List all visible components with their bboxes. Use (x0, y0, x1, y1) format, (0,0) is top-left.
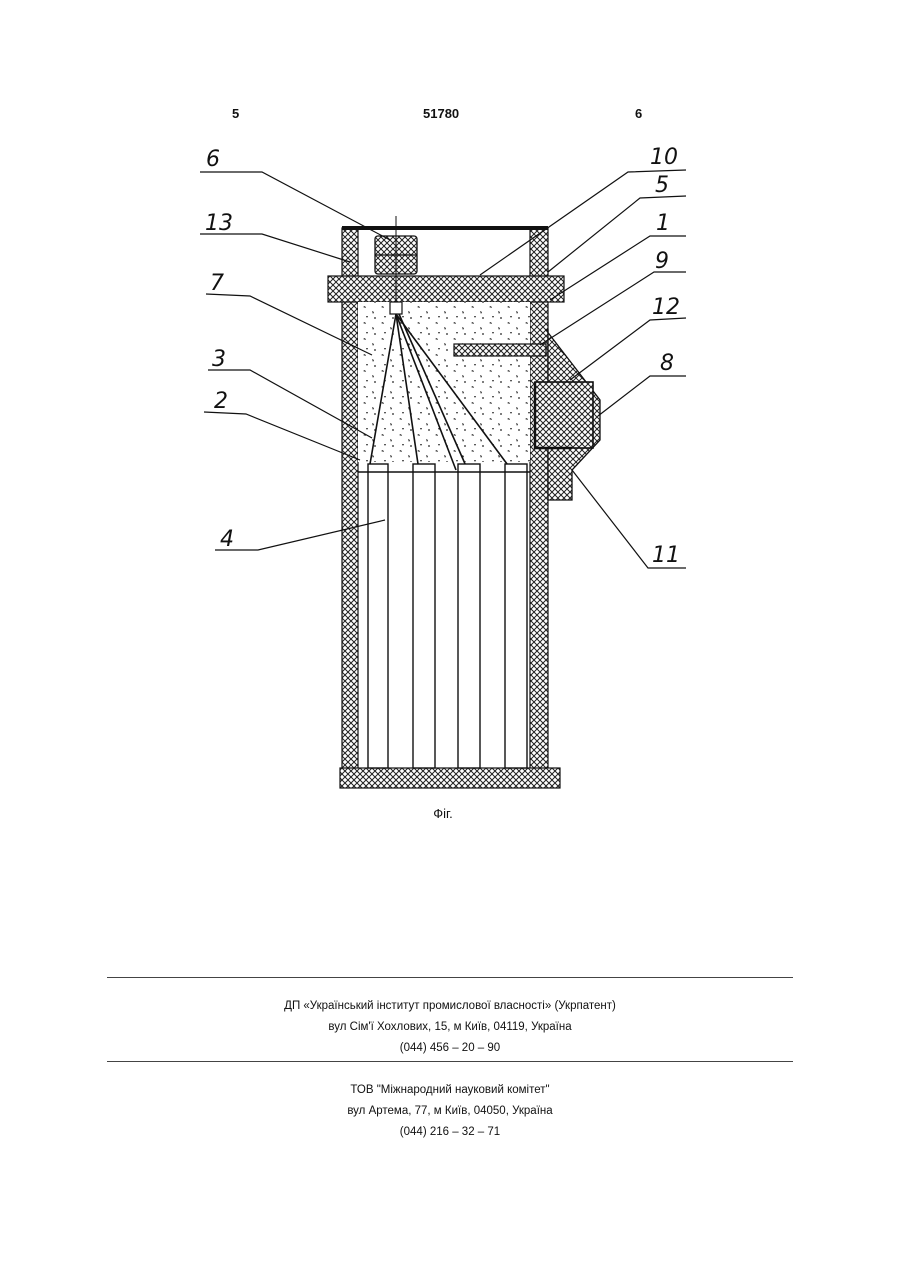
publisher-phone: (044) 456 – 20 – 90 (0, 1038, 900, 1059)
callout-label: 2 (214, 389, 228, 414)
callout-label: 1 (656, 211, 670, 236)
callout-label: 9 (655, 249, 669, 274)
printer-block: ТОВ "Міжнародний науковий комітет" вул А… (0, 1080, 900, 1143)
callout-label: 6 (206, 147, 220, 172)
callout-label: 8 (660, 351, 674, 376)
tube-columns (358, 464, 530, 768)
callout-label: 13 (205, 211, 233, 236)
publisher-address: вул Сім'ї Хохлових, 15, м Київ, 04119, У… (0, 1017, 900, 1038)
technical-drawing: 6 13 7 3 2 4 10 5 1 9 12 8 11 (0, 0, 900, 900)
publisher-block: ДП «Український інститут промислової вла… (0, 996, 900, 1059)
callout-label: 3 (212, 347, 226, 372)
printer-name: ТОВ "Міжнародний науковий комітет" (0, 1080, 900, 1101)
callout-label: 4 (220, 527, 234, 552)
callout-label: 5 (655, 173, 669, 198)
callout-label: 10 (650, 145, 678, 170)
printer-address: вул Артема, 77, м Київ, 04050, Україна (0, 1101, 900, 1122)
callout-label: 7 (210, 271, 224, 296)
figure-caption: Фіг. (0, 806, 886, 821)
callout-label: 11 (652, 543, 680, 568)
callout-label: 12 (652, 295, 680, 320)
side-rod (454, 344, 546, 356)
divider (107, 977, 793, 978)
publisher-name: ДП «Український інститут промислової вла… (0, 996, 900, 1017)
divider (107, 1061, 793, 1062)
printer-phone: (044) 216 – 32 – 71 (0, 1122, 900, 1143)
nozzle-block (390, 302, 402, 314)
